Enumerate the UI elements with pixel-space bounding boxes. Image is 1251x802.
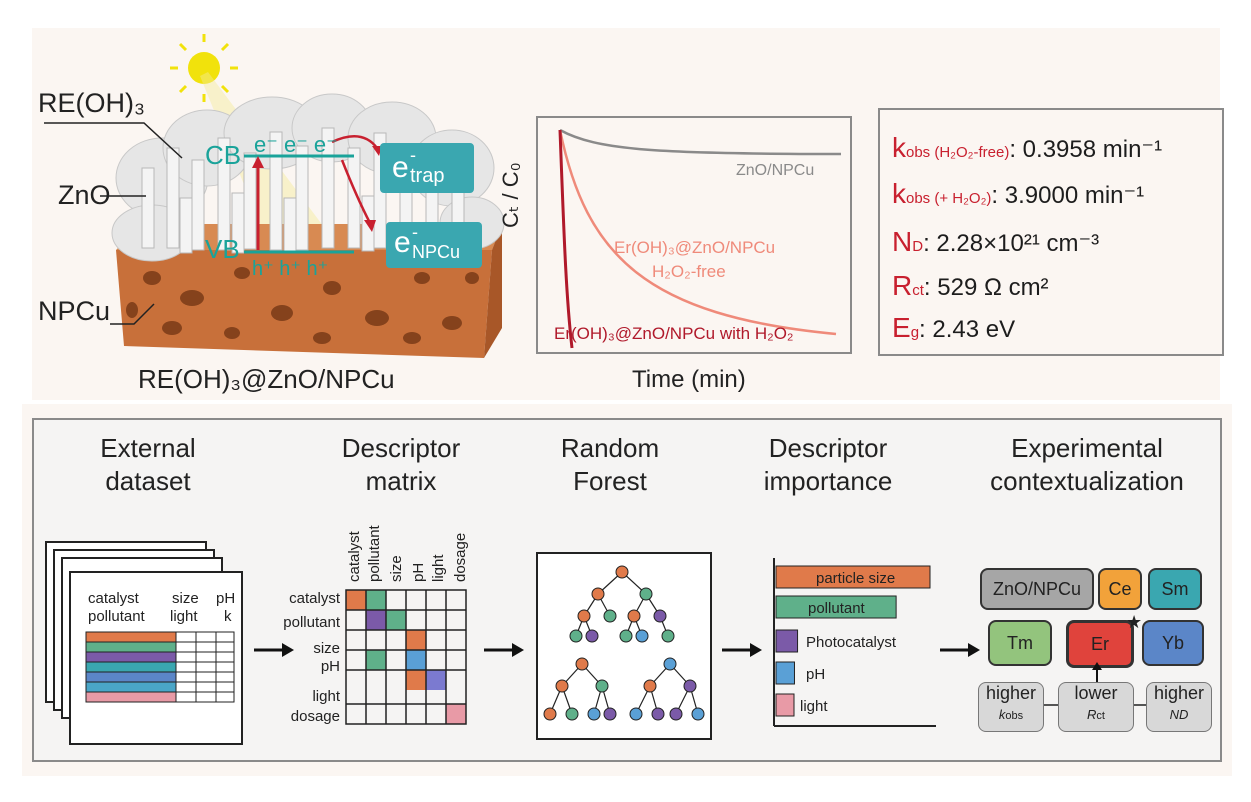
random-forest	[536, 552, 712, 740]
er-up-arrow	[1092, 662, 1102, 682]
curve2-label-line1: Er(OH)₃@ZnO/NPCu	[614, 238, 776, 257]
dataset-col-ph: pH	[216, 590, 236, 607]
matrix-col-pollutant: pollutant	[366, 525, 383, 582]
arrow-3	[722, 643, 762, 657]
chip-yb: Yb	[1142, 620, 1204, 666]
chip-tm: Tm	[988, 620, 1052, 666]
curve-er-h2o2-free	[558, 129, 837, 336]
prop-kobs-h2o2: kobs (+ H₂O₂): 3.9000 min⁻¹	[892, 178, 1145, 209]
npcu-label: NPCu	[38, 296, 111, 326]
matrix-row-size: size	[313, 640, 340, 657]
prop-eg: Eg: 2.43 eV	[892, 312, 1016, 343]
importance-bar-particle-size	[775, 565, 931, 589]
vb-label: VB	[205, 234, 240, 264]
holes-label: h⁺ h⁺ h⁺	[252, 258, 329, 280]
matrix-col-light: light	[430, 554, 447, 582]
matrix-col-dosage: dosage	[452, 532, 469, 582]
trap-arrow	[331, 135, 378, 149]
plot-frame	[536, 116, 852, 354]
arrow-4	[940, 643, 980, 657]
factor-lower-rct: lower Rct	[1058, 682, 1134, 732]
matrix-col-size: size	[388, 555, 405, 582]
importance-bar-light	[775, 693, 795, 717]
matrix-row-pollutant: pollutant	[283, 614, 340, 631]
prop-nd: ND: 2.28×10²¹ cm⁻³	[892, 226, 1100, 257]
curve-zno-npcu	[559, 128, 842, 156]
importance-label-particle-size: particle size	[816, 570, 896, 587]
importance-label-pollutant: pollutant	[808, 600, 865, 617]
dataset-col-light: light	[170, 608, 198, 625]
electrons-label: e⁻ e⁻ e⁻	[254, 132, 338, 157]
re-oh3-label: RE(OH)₃	[38, 88, 145, 118]
kinetics-xlabel: Time (min)	[632, 366, 746, 393]
factor-higher-nd: higher ND	[1146, 682, 1212, 732]
dataset-stack	[45, 541, 243, 745]
dataset-col-k: k	[224, 608, 232, 625]
chip-sm: Sm	[1148, 568, 1202, 610]
dataset-table	[85, 631, 235, 703]
importance-label-photocatalyst: Photocatalyst	[806, 634, 897, 651]
sun-icon	[170, 34, 238, 102]
factor-higher-kobs: higher kobs	[978, 682, 1044, 732]
matrix-row-light: light	[312, 688, 340, 705]
importance-label-ph: pH	[806, 666, 826, 683]
kinetics-ylabel: Cₜ / C₀	[498, 162, 523, 228]
matrix-row-catalyst: catalyst	[289, 590, 340, 607]
zno-label: ZnO	[58, 180, 111, 210]
arrow-1	[254, 643, 294, 657]
prop-rct: Rct: 529 Ω cm²	[892, 270, 1049, 301]
cb-label: CB	[205, 140, 242, 170]
matrix-row-dosage: dosage	[290, 708, 340, 725]
curve2-label-line2: H₂O₂-free	[652, 262, 726, 281]
chip-zno-npcu: ZnO/NPCu	[980, 568, 1094, 610]
curve3-label: Er(OH)₃@ZnO/NPCu with H₂O₂	[554, 324, 794, 343]
importance-bar-ph	[775, 661, 795, 685]
e-npcu-box: e - NPCu	[386, 222, 482, 268]
importance-label-light: light	[800, 698, 828, 715]
importance-bar-photocatalyst	[775, 629, 799, 653]
chip-er: Er	[1066, 620, 1134, 668]
chip-ce: Ce	[1098, 568, 1142, 610]
descriptor-matrix	[345, 589, 467, 725]
npcu-arrow	[340, 159, 372, 224]
e-trap-box: e - trap	[380, 143, 474, 193]
star-icon: ★	[1126, 612, 1143, 632]
illustration-caption: RE(OH)₃@ZnO/NPCu	[138, 364, 395, 394]
dataset-col-size: size	[172, 590, 199, 607]
matrix-row-ph: pH	[320, 658, 340, 675]
matrix-col-catalyst: catalyst	[346, 531, 363, 582]
descriptor-importance-chart	[773, 558, 936, 727]
properties-box: kobs (H₂O₂-free): 0.3958 min⁻¹ kobs (+ H…	[878, 108, 1224, 356]
prop-kobs-free: kobs (H₂O₂-free): 0.3958 min⁻¹	[892, 132, 1163, 163]
curve1-label: ZnO/NPCu	[736, 162, 815, 179]
dataset-col-catalyst: catalyst	[88, 590, 139, 607]
arrow-2	[484, 643, 524, 657]
matrix-col-ph: pH	[410, 562, 427, 582]
curve-er-with-h2o2	[558, 129, 574, 349]
kinetics-plot	[536, 116, 852, 354]
importance-bar-pollutant	[775, 595, 897, 619]
dataset-col-pollutant: pollutant	[88, 608, 145, 625]
